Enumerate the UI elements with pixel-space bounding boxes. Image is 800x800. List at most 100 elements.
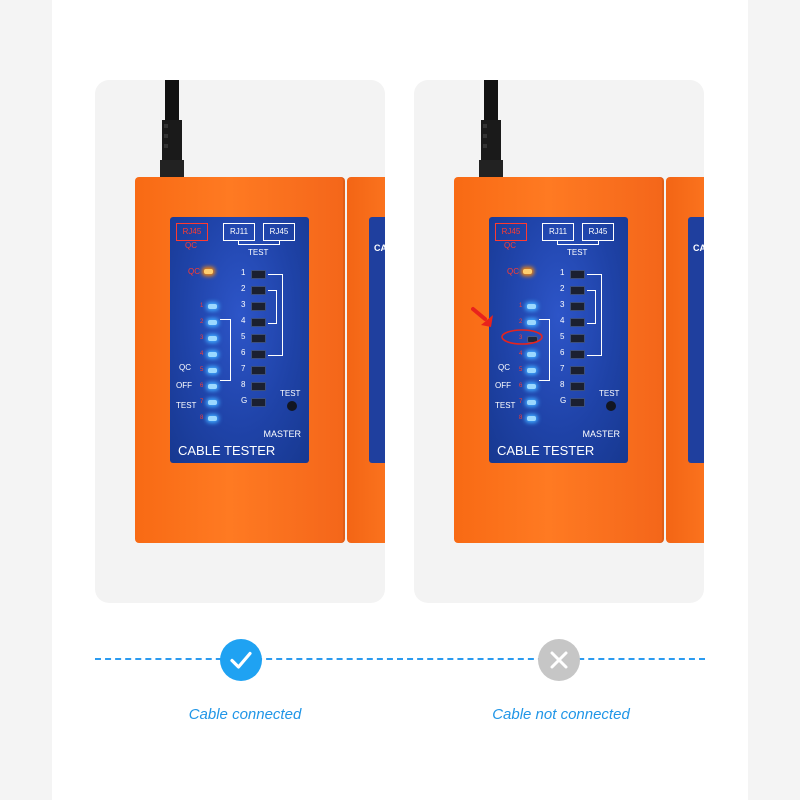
device-title: CABLE TESTER <box>497 443 595 458</box>
pin-led-left-lit <box>208 368 217 373</box>
off-mode-label: OFF <box>176 381 192 390</box>
pin-led-left-lit <box>208 304 217 309</box>
remote-unit-panel: CA <box>369 217 385 463</box>
pin-led-right <box>251 270 266 279</box>
remote-unit: CA <box>666 177 704 543</box>
remote-unit-panel: CA <box>688 217 704 463</box>
pin-label-right: 1 <box>241 268 246 277</box>
pin-led-right <box>251 398 266 407</box>
pin-label-right: 7 <box>241 364 246 373</box>
pin-led-left-lit <box>527 368 536 373</box>
pin-led-right <box>570 270 585 279</box>
pin-label-right: 5 <box>560 332 565 341</box>
pin-label-left: 4 <box>519 351 523 357</box>
test-group-label: TEST <box>248 248 269 257</box>
pair-bracket <box>587 274 602 356</box>
pin-label-right: 1 <box>560 268 565 277</box>
pin-led-left-lit <box>208 400 217 405</box>
qc-mode-label: QC <box>179 363 191 372</box>
pin-label-left: 2 <box>519 319 523 325</box>
pin-led-right <box>570 398 585 407</box>
test-button <box>606 401 616 411</box>
pin-label-right: 6 <box>241 348 246 357</box>
checkmark-icon <box>220 639 262 681</box>
pair-bracket <box>268 274 283 356</box>
pin-label-left: 1 <box>200 303 204 309</box>
pin-label-left: 8 <box>519 415 523 421</box>
pin-label-left: 6 <box>519 383 523 389</box>
pin-led-left-lit <box>527 304 536 309</box>
pin-label-left: 3 <box>519 335 523 341</box>
pin-led-left-lit <box>208 384 217 389</box>
pin-label-left: 8 <box>200 415 204 421</box>
pin-led-right <box>251 302 266 311</box>
left-bracket <box>220 319 231 381</box>
pin-led-left-lit <box>527 352 536 357</box>
pin-led-left-lit <box>208 320 217 325</box>
pin-led-right <box>251 366 266 375</box>
pin-label-left: 7 <box>200 399 204 405</box>
qc-mode-label: QC <box>498 363 510 372</box>
ethernet-cable-icon <box>477 80 505 190</box>
pin-led-right <box>570 350 585 359</box>
pin-led-left-lit <box>527 320 536 325</box>
remote-unit-label: CA <box>374 243 385 253</box>
pin-label-left: 6 <box>200 383 204 389</box>
off-mode-label: OFF <box>495 381 511 390</box>
pin-led-left-lit <box>208 336 217 341</box>
pin-label-right: 7 <box>560 364 565 373</box>
rj45-qc-label: RJ45 <box>176 223 208 241</box>
not-connected-caption: Cable not connected <box>492 706 630 723</box>
pin-label-left: 5 <box>200 367 204 373</box>
test-button <box>287 401 297 411</box>
rj45-qc-label: RJ45 <box>495 223 527 241</box>
pin-label-right: 4 <box>241 316 246 325</box>
test-mode-label: TEST <box>176 401 197 410</box>
rj45-label: RJ45 <box>582 223 614 241</box>
rj11-label: RJ11 <box>223 223 255 241</box>
qc-led <box>523 269 532 274</box>
test-group-bracket <box>238 240 280 245</box>
pin-led-left-lit <box>208 416 217 421</box>
pin-led-right <box>251 318 266 327</box>
test-group-label: TEST <box>567 248 588 257</box>
pin-led-right <box>251 334 266 343</box>
pin-led-right <box>251 286 266 295</box>
test-button-label: TEST <box>280 389 301 398</box>
connected-caption: Cable connected <box>188 706 302 723</box>
pin-led-right <box>570 366 585 375</box>
pin-label-right: 3 <box>560 300 565 309</box>
test-group-bracket <box>557 240 599 245</box>
pin-led-right <box>570 318 585 327</box>
pin-label-right: G <box>241 396 248 405</box>
pin-label-right: 8 <box>241 380 246 389</box>
pair-bracket <box>587 290 596 324</box>
qc-led-label: QC <box>507 267 519 276</box>
qc-led-label: QC <box>188 267 200 276</box>
fault-arrow-icon <box>471 307 543 345</box>
pin-label-right: 5 <box>241 332 246 341</box>
pair-bracket <box>268 290 277 324</box>
pin-led-left-lit <box>527 400 536 405</box>
master-label: MASTER <box>263 429 301 439</box>
pin-label-right: G <box>560 396 567 405</box>
left-bracket <box>539 319 550 381</box>
qc-sub-label: QC <box>185 241 197 250</box>
remote-unit-label: CA <box>693 243 704 253</box>
test-mode-label: TEST <box>495 401 516 410</box>
pin-led-left-lit <box>527 416 536 421</box>
rj11-label: RJ11 <box>542 223 574 241</box>
pin-led-right <box>570 334 585 343</box>
pin-label-right: 3 <box>241 300 246 309</box>
qc-led <box>204 269 213 274</box>
master-label: MASTER <box>582 429 620 439</box>
device-title: CABLE TESTER <box>178 443 276 458</box>
pin-led-right <box>570 302 585 311</box>
test-button-label: TEST <box>599 389 620 398</box>
